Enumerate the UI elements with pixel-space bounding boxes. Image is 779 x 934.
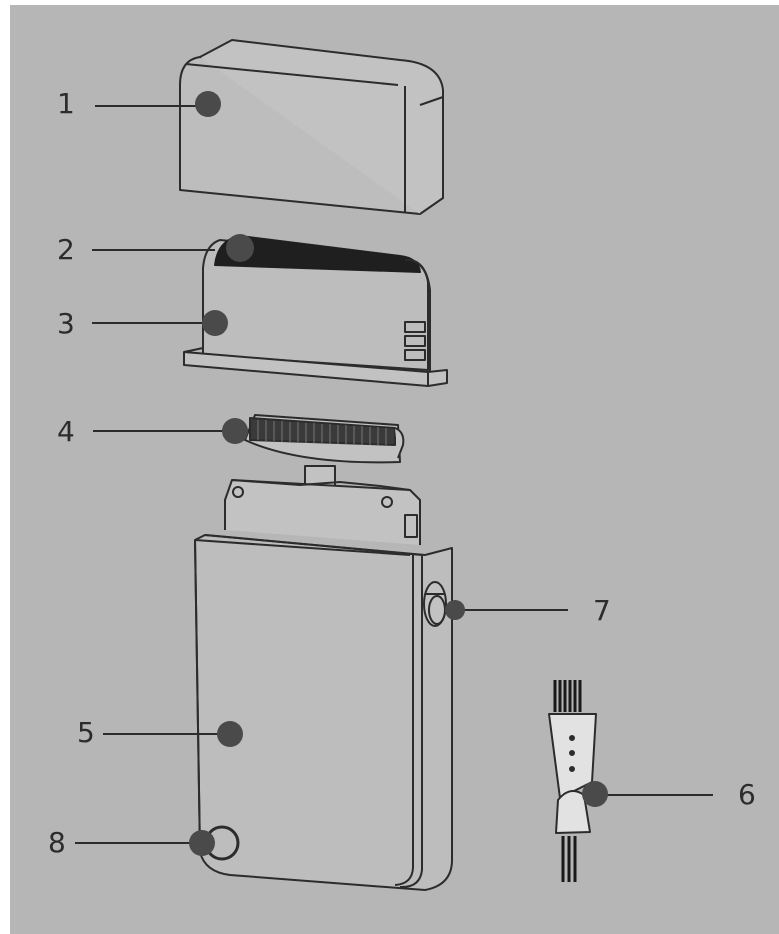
part-label-3: 3	[57, 307, 75, 340]
cleaning-brush	[548, 680, 597, 882]
cutter-blade	[244, 414, 405, 487]
callout-dot-3	[202, 310, 228, 336]
part-label-7: 7	[593, 594, 611, 627]
main-body	[194, 534, 453, 891]
callout-dot-7	[445, 600, 465, 620]
callout-dot-6	[582, 781, 608, 807]
part-label-8: 8	[48, 826, 66, 859]
part-label-6: 6	[738, 778, 756, 811]
callout-dots	[189, 91, 608, 856]
callout-dot-4	[222, 418, 248, 444]
leader-lines	[75, 105, 713, 844]
foil-head-frame	[183, 235, 448, 387]
motor-mount	[224, 479, 421, 545]
part-label-1: 1	[57, 87, 75, 120]
part-label-2: 2	[57, 233, 75, 266]
protective-cap	[179, 39, 444, 215]
part-label-5: 5	[77, 716, 95, 749]
callout-dot-8	[189, 830, 215, 856]
callout-dot-2	[226, 234, 254, 262]
callout-dot-1	[195, 91, 221, 117]
part-label-4: 4	[57, 415, 75, 448]
callout-dot-5	[217, 721, 243, 747]
